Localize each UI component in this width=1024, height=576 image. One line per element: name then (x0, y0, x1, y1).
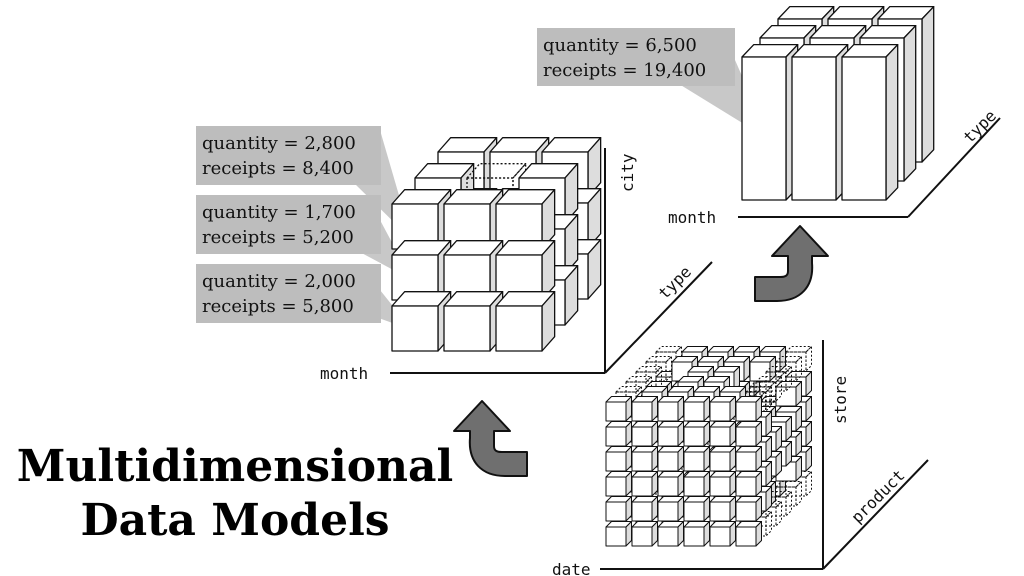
cube-cell (709, 396, 736, 422)
cube-cell (495, 240, 556, 301)
cube-cell (683, 446, 710, 472)
cube-cell (735, 496, 762, 522)
cube-cell (631, 521, 658, 547)
curved-arrow-up-right-icon (754, 225, 829, 302)
cube-cell (635, 366, 662, 392)
cube-cell (765, 366, 792, 392)
cube-cell (631, 496, 658, 522)
cube-cell (683, 521, 710, 547)
cube-cell (657, 496, 684, 522)
cube-cell (735, 446, 762, 472)
cube-cell (775, 356, 802, 382)
monthly-cube-grid (391, 137, 602, 352)
cube-cell (775, 481, 802, 507)
cube-cell (645, 356, 672, 382)
cube-cell (605, 396, 632, 422)
callout-quantity: quantity = 2,800 (202, 133, 356, 154)
axis-label-city: city (618, 153, 637, 192)
axis-label-month: month (320, 364, 368, 383)
title-block: Multidimensional Data Models (0, 440, 470, 548)
rollup-bar (791, 44, 849, 201)
cube-cell (605, 421, 632, 447)
cube-cell (755, 376, 782, 402)
cube-cell (657, 396, 684, 422)
cube-cell (605, 496, 632, 522)
callout-quantity: quantity = 2,000 (202, 271, 356, 292)
cube-cell (749, 356, 776, 382)
cube-cell (631, 446, 658, 472)
callout-box: quantity = 2,800 receipts = 8,400 (196, 126, 381, 185)
callout-receipts: receipts = 5,800 (202, 296, 354, 317)
rollup-cube-axes (738, 117, 1001, 218)
cube-cell (631, 421, 658, 447)
title-line-1: Multidimensional (16, 441, 454, 492)
daily-cube-grid (605, 346, 812, 547)
cube-cell (631, 471, 658, 497)
monthly-cube-axes (390, 148, 713, 374)
cube-cell (495, 189, 556, 250)
cube-cell (605, 471, 632, 497)
callout-box: quantity = 6,500 receipts = 19,400 (537, 28, 735, 86)
cube-cell (709, 421, 736, 447)
callout-receipts: receipts = 19,400 (543, 60, 706, 81)
cube-cell (631, 396, 658, 422)
cube-cell (657, 521, 684, 547)
cube-cell (709, 471, 736, 497)
callout-quantity: quantity = 1,700 (202, 202, 356, 223)
axis-label-date: date (552, 560, 591, 576)
cube-cell (605, 446, 632, 472)
curved-arrow-up-left-icon (453, 400, 528, 477)
cube-cell (657, 471, 684, 497)
rollup-bar (741, 44, 799, 201)
cube-cell (683, 421, 710, 447)
callout-quantity: quantity = 6,500 (543, 35, 697, 56)
callout-box: quantity = 2,000 receipts = 5,800 (196, 264, 381, 323)
cube-cell (709, 496, 736, 522)
cube-cell (735, 521, 762, 547)
axis-label-store: store (831, 376, 850, 424)
rollup-bar (841, 44, 899, 201)
cube-cell (735, 396, 762, 422)
cube-cell (683, 396, 710, 422)
cube-cell (443, 291, 504, 352)
title-line-2: Data Models (80, 495, 390, 546)
axis-label-product: product (847, 466, 908, 527)
cube-cell (391, 291, 452, 352)
axis-label-month: month (668, 208, 716, 227)
cube-cell (683, 471, 710, 497)
cube-cell (735, 421, 762, 447)
cube-cell (495, 291, 556, 352)
cube-cell (709, 521, 736, 547)
callout-receipts: receipts = 5,200 (202, 227, 354, 248)
cube-cell (657, 446, 684, 472)
callout-box: quantity = 1,700 receipts = 5,200 (196, 195, 381, 254)
cube-cell (709, 446, 736, 472)
cube-cell (775, 381, 802, 407)
callout-receipts: receipts = 8,400 (202, 158, 354, 179)
cube-cell (735, 471, 762, 497)
daily-cube-axes (600, 340, 929, 570)
axis-label-type: type (654, 262, 695, 303)
cube-cell (683, 496, 710, 522)
cube-cell (605, 521, 632, 547)
cube-cell (657, 421, 684, 447)
rollup-bar-grid (741, 6, 935, 201)
cube-cell (785, 346, 812, 372)
